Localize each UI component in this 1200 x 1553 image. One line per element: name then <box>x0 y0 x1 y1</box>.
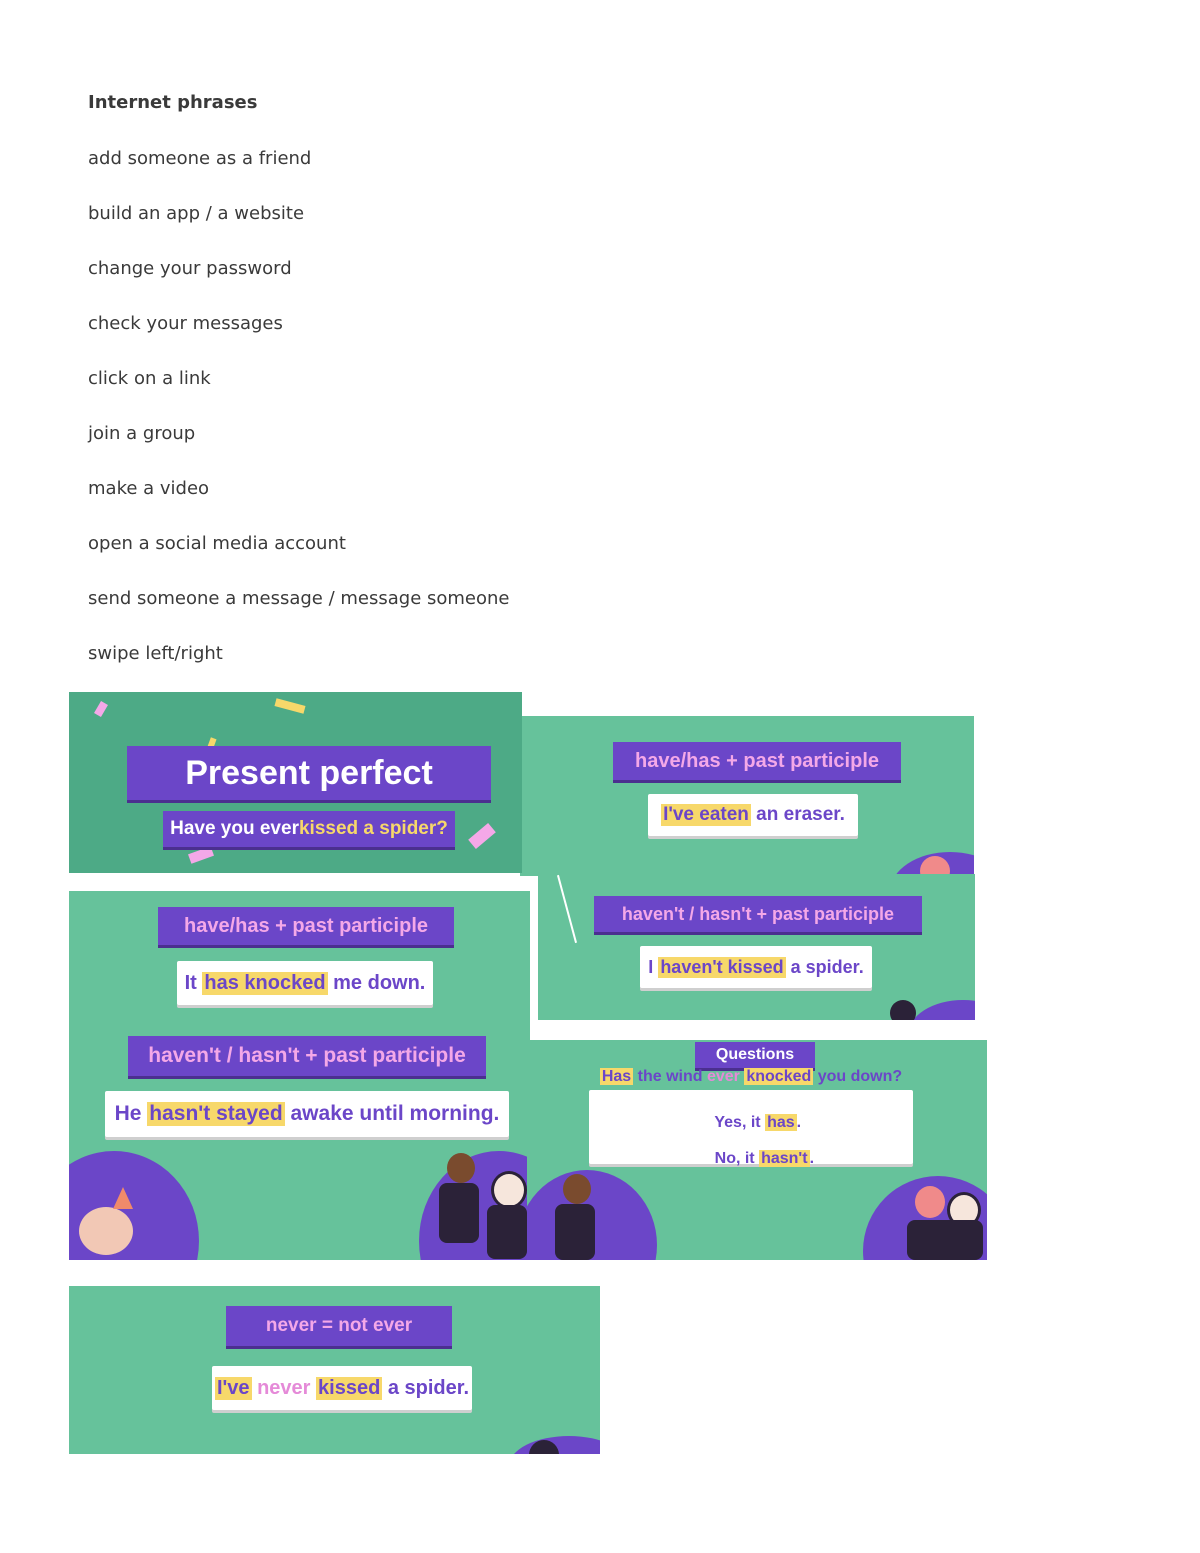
phrase-item: build an app / a website <box>88 203 305 224</box>
character-body-icon <box>439 1183 479 1243</box>
phrase-item: click on a link <box>88 368 211 389</box>
rule-banner: haven't / hasn't + past participle <box>128 1036 486 1076</box>
confetti-icon <box>274 698 306 714</box>
example-box: I haven't kissed a spider. <box>640 946 872 988</box>
character-head-icon <box>920 856 950 876</box>
answer-line: Yes, it has. No, it hasn't. <box>714 1114 815 1167</box>
confetti-icon <box>94 700 108 718</box>
example-box: I've never kissed a spider. <box>212 1366 472 1410</box>
phrase-item: add someone as a friend <box>88 148 312 169</box>
phrase-item: make a video <box>88 478 210 499</box>
example-box: I've eaten an eraser. <box>648 794 858 836</box>
character-head-icon <box>491 1171 527 1209</box>
phrase-item: join a group <box>88 423 196 444</box>
phrase-item: change your password <box>88 258 292 279</box>
phrase-item: send someone a message / message someone <box>88 588 510 609</box>
character-body-icon <box>487 1205 527 1259</box>
slide-positive-negative-examples: have/has + past participle It has knocke… <box>69 891 530 1260</box>
confetti-icon <box>188 846 214 864</box>
rule-banner: never = not ever <box>226 1306 452 1346</box>
slide-never: never = not ever I've never kissed a spi… <box>69 1286 600 1454</box>
rule-banner: have/has + past participle <box>158 907 454 945</box>
subtitle-banner: Have you ever kissed a spider? <box>163 811 455 847</box>
example-box: He hasn't stayed awake until morning. <box>105 1091 509 1137</box>
phrase-item: swipe left/right <box>88 643 223 664</box>
question-box: Has the wind ever knocked you down? Yes,… <box>589 1068 913 1167</box>
example-box: It has knocked me down. <box>177 961 433 1005</box>
character-body-icon <box>907 1220 983 1260</box>
slide-present-perfect-negative: haven't / hasn't + past participle I hav… <box>538 874 975 1020</box>
question-line: Has the wind ever knocked you down? <box>599 1068 903 1085</box>
character-head-icon <box>529 1440 559 1454</box>
character-head-icon <box>447 1153 475 1183</box>
party-hat-icon <box>113 1187 133 1209</box>
rule-banner: have/has + past participle <box>613 742 901 780</box>
phrase-item: open a social media account <box>88 533 346 554</box>
slide-present-perfect-positive: have/has + past participle I've eaten an… <box>520 716 974 876</box>
page-heading: Internet phrases <box>88 92 258 113</box>
questions-banner: Questions <box>695 1042 815 1068</box>
character-head-icon <box>915 1186 945 1218</box>
character-head-icon <box>563 1174 591 1204</box>
rule-banner: haven't / hasn't + past participle <box>594 896 922 932</box>
title-banner: Present perfect <box>127 746 491 800</box>
character-head-icon <box>890 1000 916 1020</box>
sleeping-character-icon <box>79 1207 133 1255</box>
phrase-item: check your messages <box>88 313 283 334</box>
decorative-circle <box>908 1000 975 1020</box>
slide-questions: Questions Has the wind ever knocked you … <box>527 1040 987 1260</box>
character-body-icon <box>555 1204 595 1260</box>
slide-title: Present perfect Have you ever kissed a s… <box>69 692 522 873</box>
confetti-icon <box>468 823 496 849</box>
divider-line <box>556 874 578 944</box>
